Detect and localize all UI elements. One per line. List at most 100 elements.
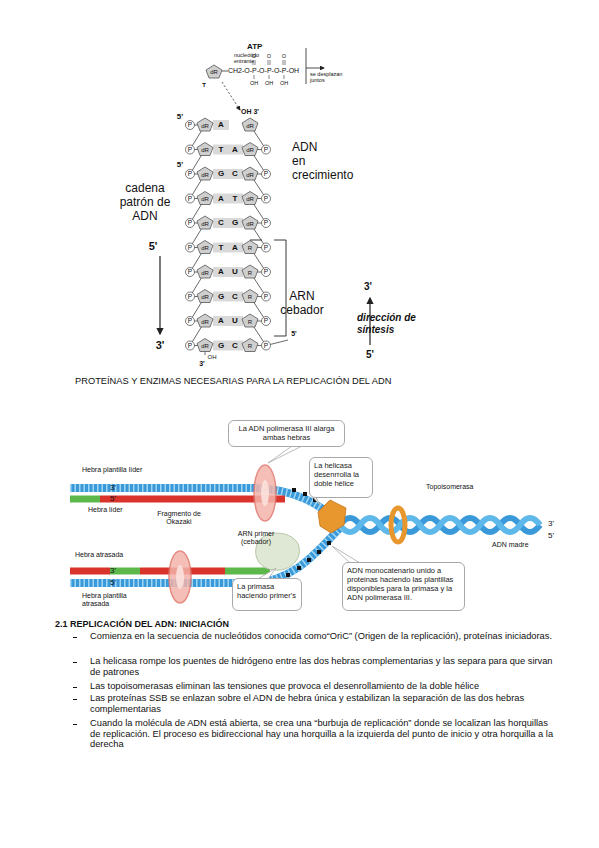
dna-ladder-part-part — [262, 194, 271, 203]
replication-fork-part-part — [297, 566, 301, 570]
phosphate-label: P — [264, 219, 268, 226]
phosphate-label: P — [264, 244, 268, 251]
dna-ladder-part — [213, 120, 229, 130]
replication-fork-part-part — [292, 488, 296, 492]
sugar-label: R — [248, 343, 252, 350]
replication-fork-part — [268, 446, 302, 463]
replication-fork-part — [261, 480, 269, 506]
dna-ladder-part — [197, 216, 213, 229]
end-label: OH 3' — [241, 108, 259, 116]
phosphate-label: P — [188, 293, 192, 300]
replication-fork-part — [391, 508, 405, 542]
replication-fork-part — [318, 500, 346, 533]
phosphate-label: P — [188, 195, 192, 202]
bullet-text: Las topoisomerasas eliminan las tensione… — [90, 681, 555, 692]
dna-ladder-part — [213, 145, 243, 155]
dna-ladder-part-part — [186, 341, 195, 350]
base-label: A — [232, 243, 238, 252]
dna-ladder-part — [197, 192, 213, 205]
dna-ladder-part — [242, 339, 258, 352]
incoming-nucleotide — [206, 48, 324, 110]
end-label: 5' — [291, 330, 297, 338]
incoming-nucleotide-part — [254, 75, 255, 79]
incoming-nucleotide-part — [206, 65, 222, 78]
callout-box: ADN monocatenario unido a proteinas haci… — [342, 562, 465, 611]
dna-ladder-part-part — [262, 317, 271, 326]
bullet-dash — [73, 724, 77, 725]
replication-fork-part — [70, 488, 340, 522]
fragment-label: Fragmento de Okazaki — [152, 510, 206, 526]
dna-ladder-part — [250, 125, 266, 346]
dna-ladder-part — [242, 241, 258, 254]
sugar-label: dR — [246, 196, 254, 203]
replication-fork-part — [340, 518, 540, 532]
sugar-label: dR — [201, 147, 209, 154]
end-label: 5' — [177, 160, 183, 169]
incoming-nucleotide-part — [285, 60, 286, 65]
dna-ladder-part — [197, 339, 213, 352]
dna-ladder-part-part — [186, 121, 195, 130]
phosphate-label: P — [188, 170, 192, 177]
dna-ladder-part — [197, 265, 213, 278]
dna-ladder-part — [197, 143, 213, 156]
base-label: C — [232, 341, 238, 350]
sugar-label: dR — [201, 294, 209, 301]
end-label: 5' — [110, 494, 116, 503]
base-label: G — [232, 218, 238, 227]
strand-label: Hebra atrasada — [75, 551, 123, 559]
dna-ladder-part — [242, 314, 258, 327]
dna-ladder-part — [213, 316, 243, 326]
incoming-nucleotide-part — [222, 71, 228, 72]
incoming-nucleotide-part — [306, 68, 324, 69]
end-label: OH — [208, 354, 217, 361]
bullet-dash — [73, 699, 77, 700]
replication-fork — [70, 446, 540, 603]
end-label: 5' — [548, 531, 554, 540]
phosphate-label: P — [264, 293, 268, 300]
incoming-nucleotide-part — [270, 60, 271, 65]
callout-box: La ADN polimerasa III alarga ambas hebra… — [228, 420, 345, 447]
dna-ladder-part — [186, 121, 271, 351]
dna-ladder-part — [213, 341, 243, 351]
text-label: se desplazan juntos — [310, 71, 346, 84]
strand-label: ADN en crecimiento — [292, 141, 328, 182]
incoming-nucleotide-part — [222, 82, 240, 110]
base-label: A — [218, 194, 224, 203]
bullet-text: Cuando la molécula de ADN está abierta, … — [90, 718, 555, 750]
phosphate-label: P — [188, 268, 192, 275]
sugar-label: R — [248, 318, 252, 325]
callout-text: ADN monocatenario unido a proteinas haci… — [347, 566, 460, 602]
dna-ladder-part — [213, 218, 243, 228]
sugar-label: dR — [201, 196, 209, 203]
sugar-label: R — [248, 294, 252, 301]
sugar-label: dR — [201, 171, 209, 178]
phosphate-label: P — [188, 317, 192, 324]
sugar-label: dR — [210, 69, 218, 76]
phosphate-label: P — [264, 268, 268, 275]
atom-label: O — [252, 53, 256, 59]
sugar-label: dR — [246, 122, 254, 129]
base-label: T — [219, 243, 224, 252]
incoming-nucleotide-part — [283, 60, 284, 65]
end-label: 5' — [366, 349, 374, 361]
dna-ladder-part-part — [186, 317, 195, 326]
incoming-nucleotide-part — [306, 48, 307, 84]
direction-arrows-part — [250, 240, 262, 241]
dna-ladder-part-part — [186, 268, 195, 277]
dna-ladder-part-part — [186, 292, 195, 301]
base-label: T — [219, 145, 224, 154]
base-label: A — [218, 316, 224, 325]
incoming-nucleotide-part — [269, 75, 270, 79]
strand-label: Hebra líder — [88, 506, 123, 514]
sugar-label: R — [248, 245, 252, 252]
end-label: 3' — [110, 566, 116, 575]
text-label: nucleótido entrante — [234, 52, 268, 65]
replication-fork-part — [176, 565, 184, 589]
dna-ladder-part — [242, 192, 258, 205]
end-label: 3' — [548, 519, 554, 528]
base-label: A — [218, 120, 224, 129]
strand-label: Hebra plantilla atrasada — [82, 592, 140, 608]
direction-label: dirección de síntesis — [357, 312, 419, 335]
replication-fork-part — [70, 528, 340, 583]
